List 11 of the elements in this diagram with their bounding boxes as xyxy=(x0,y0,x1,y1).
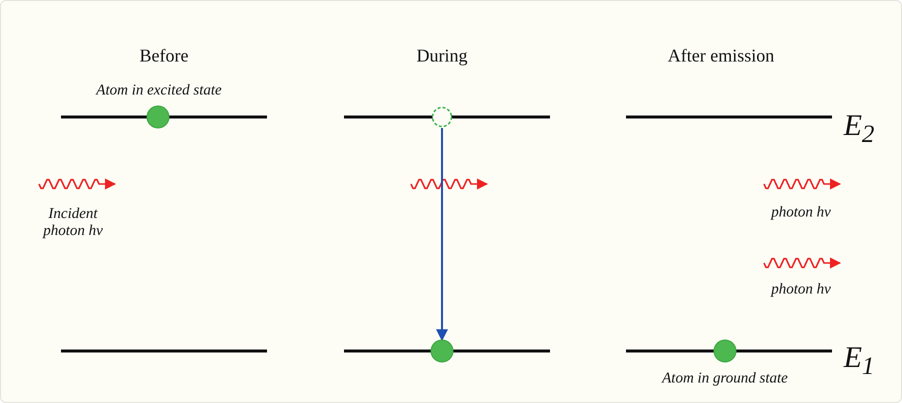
column-heading: After emission xyxy=(668,46,774,66)
photon-caption: photon hν xyxy=(771,282,831,298)
photon-caption: photon hν xyxy=(771,204,831,222)
column-heading: During xyxy=(416,46,468,66)
energy-level-label: E$_{1}$ xyxy=(844,341,874,381)
photon-caption: Incident photon hν xyxy=(42,206,104,240)
energy-level-label: E$_{2}$ xyxy=(844,109,874,149)
state-caption: Atom in ground state xyxy=(662,370,788,388)
column-heading: Before xyxy=(140,46,188,66)
transition-arrow xyxy=(436,128,448,342)
state-caption: Atom in excited state xyxy=(96,82,222,100)
